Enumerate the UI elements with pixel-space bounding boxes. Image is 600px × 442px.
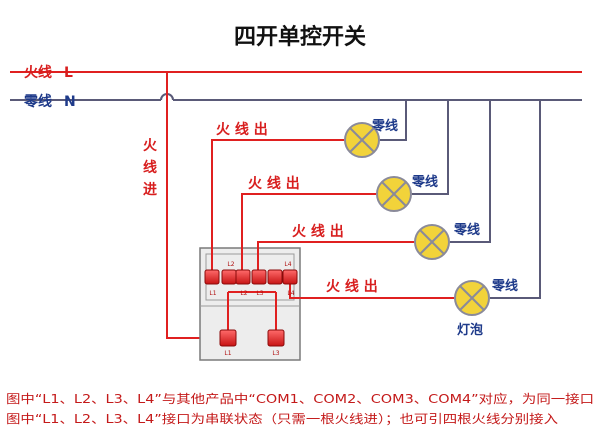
neutral-label-1: 零线	[371, 118, 398, 134]
switch-com-label-1: L1	[224, 350, 231, 357]
terminal-l1-out	[204, 269, 220, 285]
switch-com-label-2: L3	[272, 350, 279, 357]
bulb-1	[344, 122, 380, 158]
neutral-wire-3	[450, 100, 491, 243]
feed-in-char-3: 进	[143, 182, 157, 198]
note-line-1: 图中“L1、L2、L3、L4”与其他产品中“COM1、COM2、COM3、COM…	[6, 391, 594, 406]
live-line-letter: L	[64, 65, 73, 81]
neutral-wire-1	[380, 100, 407, 141]
live-out-label-1: 火 线 出	[216, 121, 268, 138]
live-line-label: 火线	[24, 64, 52, 81]
bulb-3	[414, 224, 450, 260]
live-out-label-2: 火 线 出	[248, 175, 300, 192]
switch-bottom-label-2: L2	[240, 290, 247, 297]
bulb-label: 灯泡	[457, 322, 483, 338]
neutral-line-label: 零线	[23, 93, 52, 110]
switch-top-label-1: L2	[227, 261, 234, 268]
feed-in-char-1: 火	[143, 138, 158, 154]
terminal-l2-out	[235, 269, 251, 285]
terminal-l2-in	[221, 269, 237, 285]
terminal-com-l3	[267, 329, 285, 347]
live-out-label-4: 火 线 出	[326, 278, 378, 295]
live-out-wire-3	[257, 241, 414, 278]
switch-bottom-label-3: L3	[256, 290, 263, 297]
bulb-2	[376, 176, 412, 212]
terminal-com-l1	[219, 329, 237, 347]
neutral-wire-2	[412, 100, 449, 195]
neutral-label-2: 零线	[411, 174, 438, 190]
switch-bottom-label-4: L4	[287, 290, 294, 297]
live-out-label-3: 火 线 出	[292, 223, 344, 240]
page-title: 四开单控开关	[234, 24, 366, 50]
bulb-4	[454, 280, 490, 316]
terminal-l4-in	[267, 269, 283, 285]
neutral-line-letter: N	[64, 94, 76, 110]
neutral-label-4: 零线	[491, 278, 518, 294]
live-out-wire-4	[289, 278, 454, 299]
neutral-wire-4	[490, 100, 541, 299]
live-out-wire-1	[211, 139, 344, 278]
terminal-l3-out	[251, 269, 267, 285]
live-out-wire-2	[241, 193, 376, 278]
feed-in-char-2: 线	[143, 159, 157, 176]
switch-bottom-label-1: L1	[209, 290, 216, 297]
terminal-l4-out	[282, 269, 298, 285]
neutral-label-3: 零线	[453, 222, 480, 238]
note-line-2: 图中“L1、L2、L3、L4”接口为串联状态（只需一根火线进）；也可引四根火线分…	[6, 411, 558, 426]
switch-top-label-2: L4	[284, 261, 291, 268]
